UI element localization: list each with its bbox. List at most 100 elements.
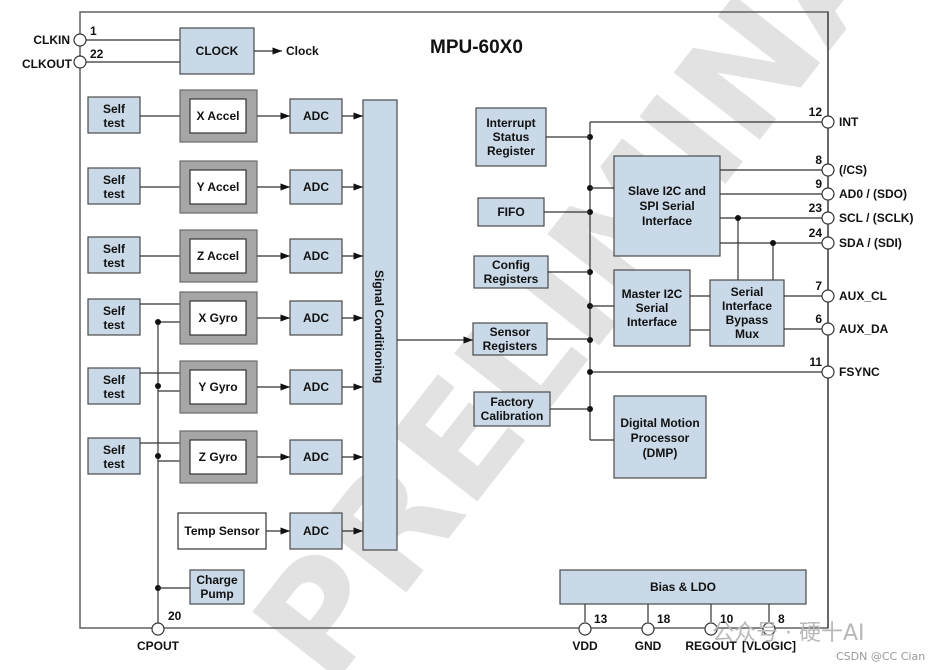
- pin-clkin-num: 1: [90, 24, 97, 38]
- adc-label: ADC: [303, 249, 329, 263]
- pin-gnd[interactable]: [641, 622, 655, 636]
- self-test-block: [87, 167, 141, 205]
- pin-vlogic-num: 8: [778, 612, 785, 626]
- charge-pump-label-1: Charge: [196, 573, 238, 587]
- adc-label: ADC: [303, 109, 329, 123]
- temp-sensor-label: Temp Sensor: [184, 524, 259, 538]
- pin-scl[interactable]: [821, 211, 835, 225]
- pin-regout[interactable]: [704, 622, 718, 636]
- master-if-line-3: Interface: [627, 315, 677, 329]
- sensor-block: [189, 169, 247, 205]
- slave-if-line-2: SPI Serial: [639, 199, 694, 213]
- pin-gnd-num: 18: [657, 612, 671, 626]
- pin-int-num: 12: [809, 105, 823, 119]
- pin-int-label: INT: [839, 115, 859, 129]
- self-test-label-2: test: [103, 187, 124, 201]
- fifo-block-line: FIFO: [497, 205, 524, 219]
- fifo-block: FIFO: [477, 197, 590, 227]
- pin-fsync-num: 11: [809, 355, 822, 369]
- pin-sda[interactable]: [821, 236, 835, 250]
- pin-cs[interactable]: [821, 163, 835, 177]
- self-test-label-2: test: [103, 256, 124, 270]
- signal-conditioning-label: Signal Conditioning: [372, 270, 386, 383]
- pin-vlogic[interactable]: [762, 622, 776, 636]
- temp-sensor-block: [177, 512, 267, 550]
- bypass-mux-line-3: Bypass: [726, 313, 769, 327]
- self-test-block: [87, 298, 141, 336]
- bypass-mux-line-4: Mux: [735, 327, 759, 341]
- adc-block: [289, 300, 343, 336]
- sensor-registers-line: Registers: [483, 339, 538, 353]
- interrupt-status-register-line: Register: [487, 144, 535, 158]
- sensor-block: [189, 238, 247, 274]
- pin-clkout[interactable]: [73, 55, 87, 69]
- sensor-label: Z Gyro: [199, 450, 238, 464]
- pin-aux_da-num: 6: [815, 312, 822, 326]
- bus-junctions: [587, 134, 593, 412]
- pin-clkin[interactable]: [73, 33, 87, 47]
- sensor-registers-line: Sensor: [490, 325, 531, 339]
- bypass-mux-line-1: Serial: [731, 285, 764, 299]
- self-test-label-2: test: [103, 387, 124, 401]
- sensor-block: [189, 439, 247, 475]
- self-test-block: [87, 96, 141, 134]
- self-test-label-1: Self: [103, 173, 126, 187]
- self-test-block: [87, 236, 141, 274]
- dmp-block: [613, 395, 707, 479]
- pin-cs-num: 8: [815, 153, 822, 167]
- adc-block: [289, 238, 343, 274]
- pin-aux_cl[interactable]: [821, 289, 835, 303]
- adc-label: ADC: [303, 180, 329, 194]
- clock-block: [179, 27, 255, 75]
- factory-calibration-line: Factory: [490, 395, 534, 409]
- pin-cpout[interactable]: [151, 622, 165, 636]
- self-test-label-1: Self: [103, 242, 126, 256]
- self-test-label-2: test: [103, 457, 124, 471]
- pin-vlogic-label: [VLOGIC]: [742, 639, 796, 653]
- register-blocks: InterruptStatusRegisterFIFOConfigRegiste…: [472, 107, 590, 427]
- pin-clkin-label: CLKIN: [33, 33, 70, 47]
- pin-sda-label: SDA / (SDI): [839, 236, 902, 250]
- dmp-line-2: Processor: [631, 431, 690, 445]
- pin-ad0-label: AD0 / (SDO): [839, 187, 907, 201]
- master-if-line-1: Master I2C: [622, 287, 683, 301]
- pin-aux_da[interactable]: [821, 322, 835, 336]
- dmp-line-1: Digital Motion: [620, 416, 699, 430]
- pin-cpout-label: CPOUT: [137, 639, 180, 653]
- bias-ldo-label: Bias & LDO: [650, 580, 716, 594]
- charge-pump-section: Charge Pump 20 CPOUT: [137, 319, 245, 653]
- self-test-label-2: test: [103, 318, 124, 332]
- temp-section: Temp Sensor ADC: [177, 512, 363, 550]
- self-test-block: [87, 437, 141, 475]
- pin-fsync[interactable]: [821, 365, 835, 379]
- self-test-label-1: Self: [103, 373, 126, 387]
- adc-block: [289, 439, 343, 475]
- pin-regout-label: REGOUT: [685, 639, 737, 653]
- self-test-label-1: Self: [103, 304, 126, 318]
- slave-if-line-3: Interface: [642, 214, 692, 228]
- pin-int[interactable]: [821, 115, 835, 129]
- pin-vdd-num: 13: [594, 612, 608, 626]
- pin-fsync-label: FSYNC: [839, 365, 880, 379]
- clock-block-label: CLOCK: [196, 44, 239, 58]
- config-registers-line: Registers: [484, 272, 539, 286]
- bias-ldo-block: [559, 569, 807, 605]
- pin-ad0[interactable]: [821, 187, 835, 201]
- sensor-block: [189, 98, 247, 134]
- sensor-label: Y Accel: [197, 180, 240, 194]
- self-test-label-1: Self: [103, 443, 126, 457]
- config-registers-line: Config: [492, 258, 530, 272]
- temp-adc-label: ADC: [303, 524, 329, 538]
- pin-vdd[interactable]: [578, 622, 592, 636]
